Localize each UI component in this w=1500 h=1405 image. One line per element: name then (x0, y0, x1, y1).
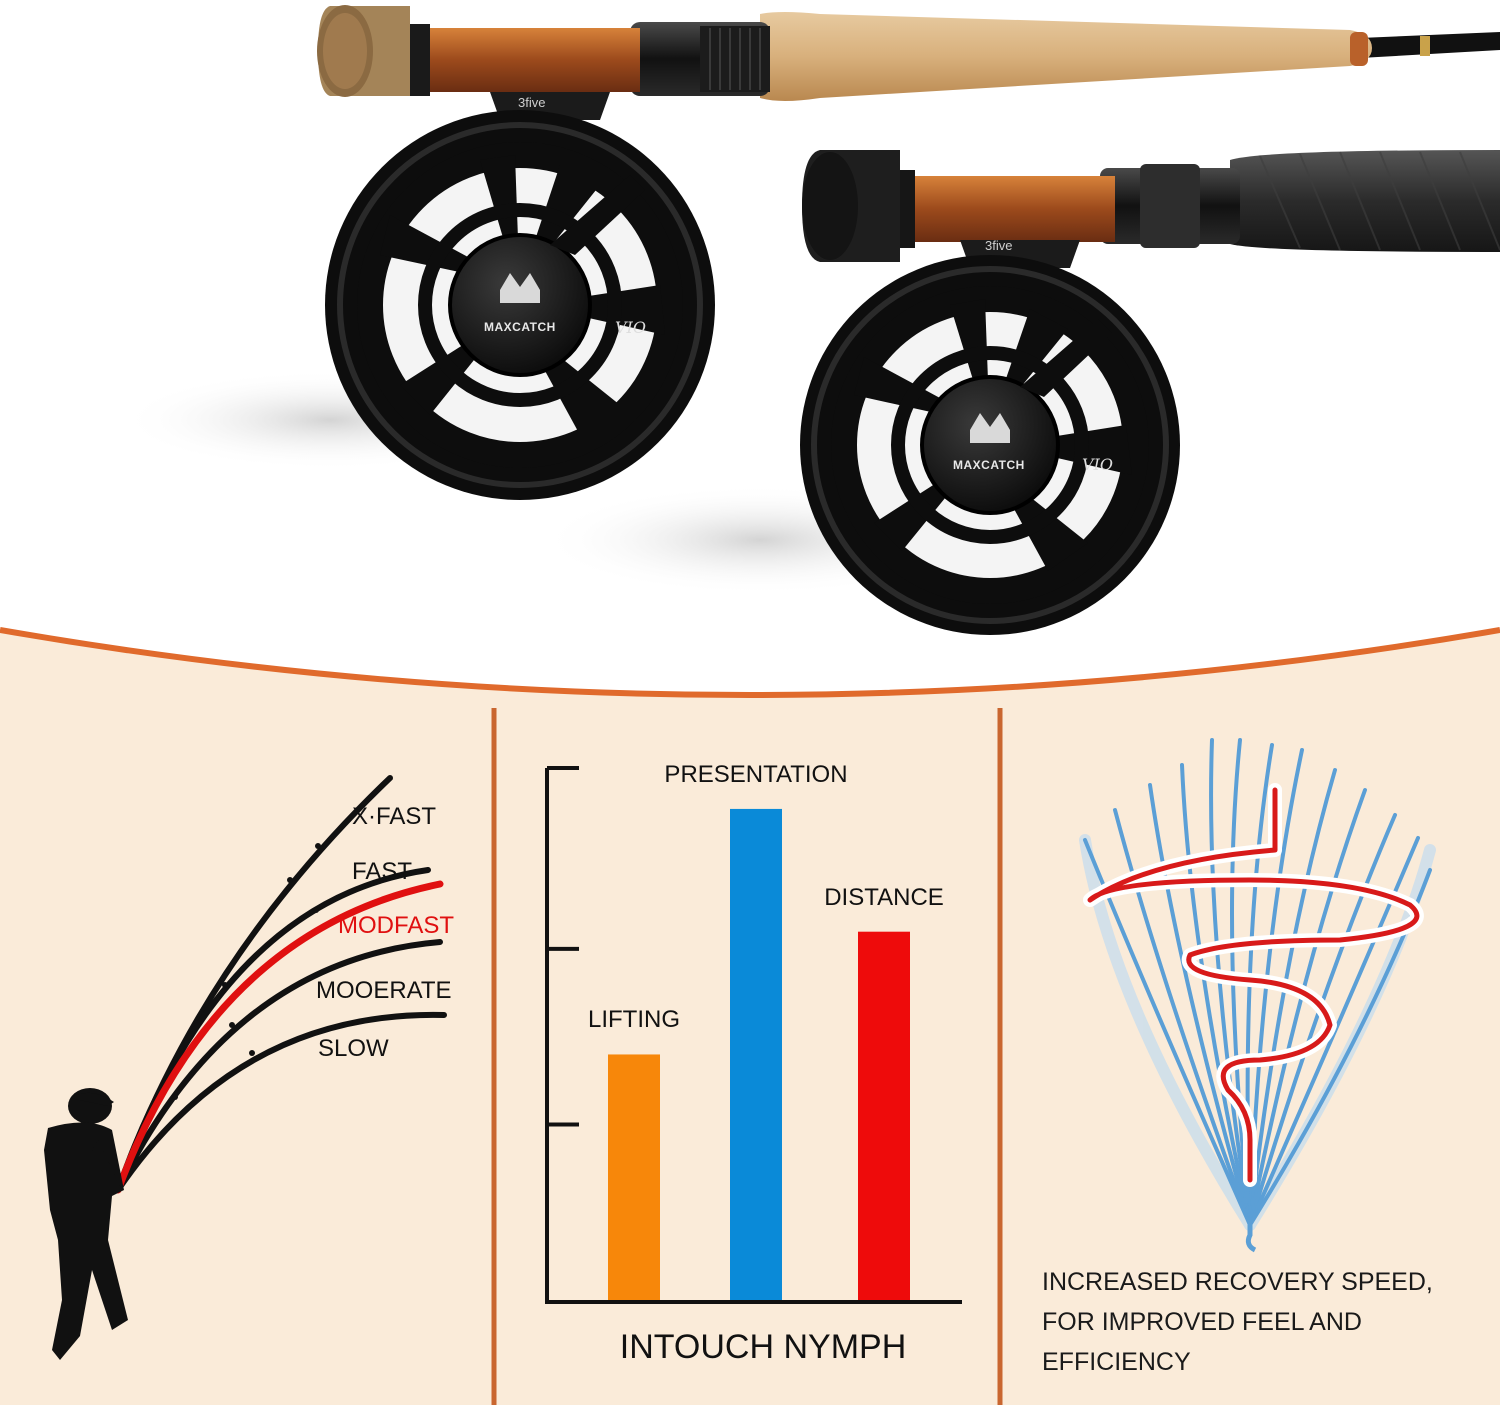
chart-bars (608, 808, 910, 1300)
bar-distance (858, 931, 910, 1300)
reel-bottom (800, 255, 1180, 635)
reel-model-text: VIO (1082, 455, 1113, 474)
recovery-illustration (1079, 738, 1436, 1253)
reel-brand-logo-text: MAXCATCH (953, 458, 1025, 472)
y-axis-ticks (547, 766, 579, 1127)
rod-top (317, 5, 1500, 120)
bar-label-distance: DISTANCE (824, 883, 944, 911)
angler-silhouette (44, 1088, 128, 1360)
bar-label-lifting: LIFTING (587, 1006, 681, 1034)
curve-slow (115, 1011, 447, 1193)
hero-product-image (120, 5, 1500, 635)
chart-title: INTOUCH NYMPH (619, 1328, 907, 1366)
curve-label-fast: FAST (352, 858, 413, 885)
recovery-line: EFFICIENCY (1042, 1348, 1191, 1376)
recovery-description: INCREASED RECOVERY SPEED, FOR IMPROVED F… (1042, 1262, 1482, 1382)
reel-seat-label: 3five (985, 238, 1013, 253)
reel-top (325, 110, 715, 500)
bar-lifting (608, 1054, 660, 1300)
reel-model-text: VIO (615, 318, 646, 337)
bar-label-presentation: PRESENTATION (664, 760, 848, 788)
curve-label-xfast: X·FAST (352, 803, 437, 830)
rod-bottom (802, 150, 1500, 268)
curve-label-moderate: MOOERATE (316, 977, 452, 1004)
bar-presentation (730, 808, 782, 1300)
recovery-line: FOR IMPROVED FEEL AND (1042, 1308, 1362, 1336)
reel-seat-label: 3five (518, 95, 546, 110)
chart-axes (545, 768, 962, 1304)
curve-label-slow: SLOW (318, 1035, 389, 1062)
curve-label-modfast: MODFAST (338, 912, 455, 939)
reel-brand-logo-text: MAXCATCH (484, 320, 556, 334)
recovery-line: INCREASED RECOVERY SPEED, (1042, 1268, 1433, 1296)
